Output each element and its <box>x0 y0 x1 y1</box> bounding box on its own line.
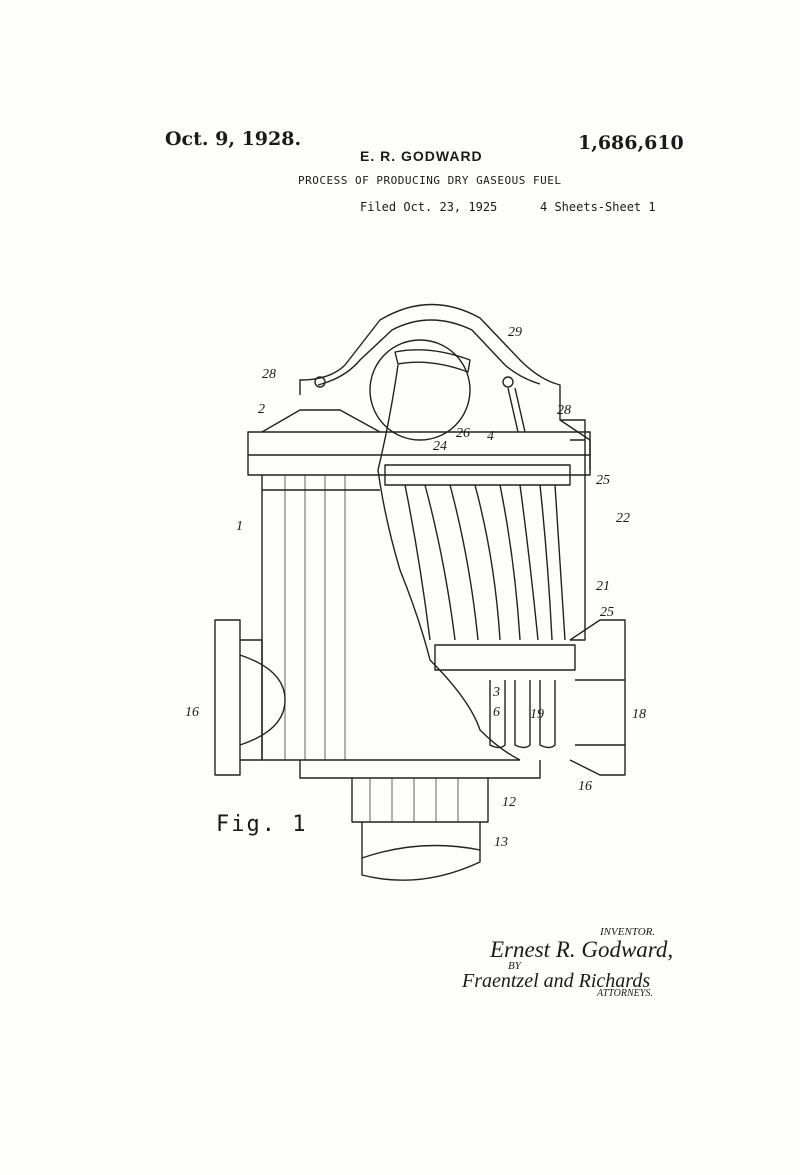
ref-label: 12 <box>502 795 516 810</box>
ref-label: 28 <box>557 403 571 418</box>
patent-title: PROCESS OF PRODUCING DRY GASEOUS FUEL <box>298 174 562 187</box>
ref-label: 4 <box>487 429 494 444</box>
sheet-count: 4 Sheets-Sheet 1 <box>540 200 656 214</box>
patent-date: Oct. 9, 1928. <box>165 128 302 150</box>
inventor-signature: Ernest R. Godward, <box>490 937 674 962</box>
ref-label: 26 <box>456 426 470 441</box>
ref-label: 16 <box>185 705 199 720</box>
ref-label: 1 <box>236 519 243 534</box>
ref-label: 22 <box>616 511 630 526</box>
ref-label: 16 <box>578 779 592 794</box>
ref-label: 18 <box>632 707 646 722</box>
ref-label: 2 <box>258 402 265 417</box>
ref-label: 25 <box>600 605 614 620</box>
ref-label: 21 <box>596 579 610 594</box>
figure-reference-labels: 29 28 2 28 24 26 4 25 22 1 21 25 16 3 6 … <box>185 325 646 850</box>
by-label: BY <box>508 960 521 972</box>
patent-number: 1,686,610 <box>578 132 684 154</box>
ref-label: 3 <box>492 685 500 700</box>
inventor-heading: E. R. GODWARD <box>360 148 483 164</box>
attorneys-caption: ATTORNEYS. <box>597 988 653 999</box>
ref-label: 28 <box>262 367 276 382</box>
ref-label: 29 <box>508 325 522 340</box>
ref-label: 13 <box>494 835 508 850</box>
ref-label: 24 <box>433 439 447 454</box>
filed-date: Filed Oct. 23, 1925 <box>360 200 498 214</box>
ref-label: 19 <box>530 707 544 722</box>
inventor-caption: INVENTOR. <box>600 926 656 938</box>
ref-label: 6 <box>493 705 500 720</box>
ref-label: 25 <box>596 473 610 488</box>
attorney-signature: Fraentzel and Richards <box>462 970 651 992</box>
figure-label: Fig. 1 <box>216 812 308 837</box>
